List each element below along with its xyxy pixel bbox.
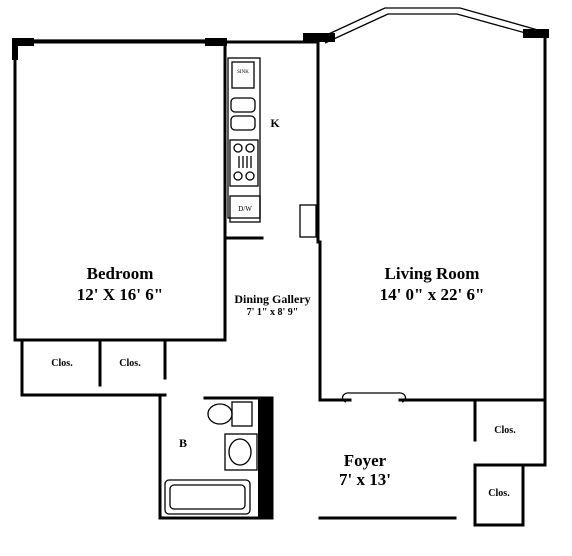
bathtub-inner [169,484,246,510]
foyer-dims: 7' x 13' [339,470,391,489]
refrigerator [299,204,317,238]
vanity-basin [228,438,252,466]
burner [245,171,255,181]
kitchen-label: K [270,116,280,130]
sink-label: SINK [237,70,249,75]
burner [245,143,255,153]
scroll-ornament [341,392,407,403]
closet-label: Clos. [488,488,510,499]
stove [229,139,259,187]
wall-block [523,29,549,38]
toilet-bowl [207,403,233,425]
foyer-name: Foyer [343,451,387,470]
dining-gallery-name: Dining Gallery [234,292,311,306]
wall-block [12,38,34,46]
closet-label: Clos. [119,358,141,369]
burner [233,171,243,181]
dining-gallery-dims: 7' 1" x 8' 9" [246,307,299,318]
toilet-tank [231,401,253,427]
double-sink-bowl [230,97,256,113]
bedroom-dims: 12' X 16' 6" [76,285,164,304]
bedroom-name: Bedroom [86,264,154,283]
bay-window-outer [319,7,546,39]
vanity [224,433,258,471]
bath-wall-block [258,398,272,518]
sink [231,61,255,89]
double-sink-bowl [230,115,256,131]
closet-label: Clos. [51,358,73,369]
living-room-name: Living Room [384,264,480,283]
bay-window-inner [324,13,541,44]
kitchen-counter [227,57,261,219]
bathtub [164,479,251,515]
burner [233,143,243,153]
bath-label: B [178,436,187,450]
wall-block [205,38,227,46]
dishwasher-label: D/W [238,205,252,213]
wall-block [12,38,18,60]
wall-block [303,33,335,42]
closet-label: Clos. [494,425,516,436]
dishwasher [229,195,261,223]
living-room-dims: 14' 0" x 22' 6" [379,285,485,304]
